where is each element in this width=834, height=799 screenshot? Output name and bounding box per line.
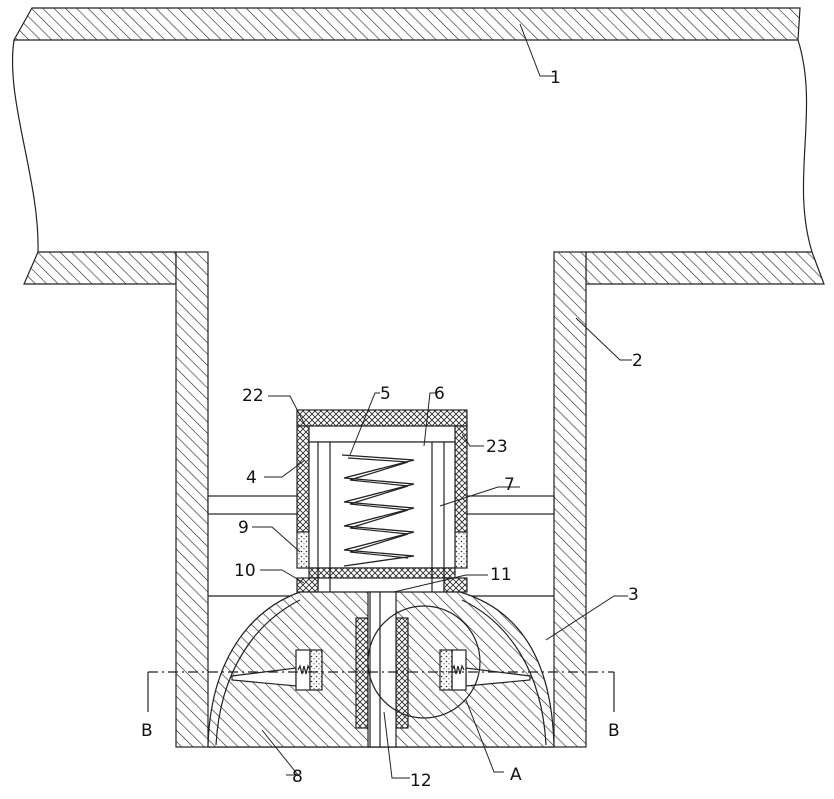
dome-seat (208, 592, 554, 747)
label-3: 3 (628, 585, 639, 605)
label-23: 23 (486, 437, 508, 457)
label-9: 9 (238, 518, 249, 538)
label-1: 1 (550, 68, 561, 88)
label-a: A (510, 765, 522, 785)
label-6: 6 (434, 384, 445, 404)
label-7: 7 (504, 475, 515, 495)
label-b-left: B (141, 721, 153, 741)
label-12: 12 (410, 771, 432, 791)
spring-housing (297, 410, 467, 592)
label-10: 10 (234, 561, 256, 581)
label-11: 11 (490, 565, 512, 585)
label-b-right: B (608, 721, 620, 741)
label-2: 2 (632, 351, 643, 371)
main-pipe (13, 8, 824, 284)
label-8: 8 (292, 767, 303, 787)
label-4: 4 (246, 468, 257, 488)
label-22: 22 (242, 386, 264, 406)
label-5: 5 (380, 384, 391, 404)
